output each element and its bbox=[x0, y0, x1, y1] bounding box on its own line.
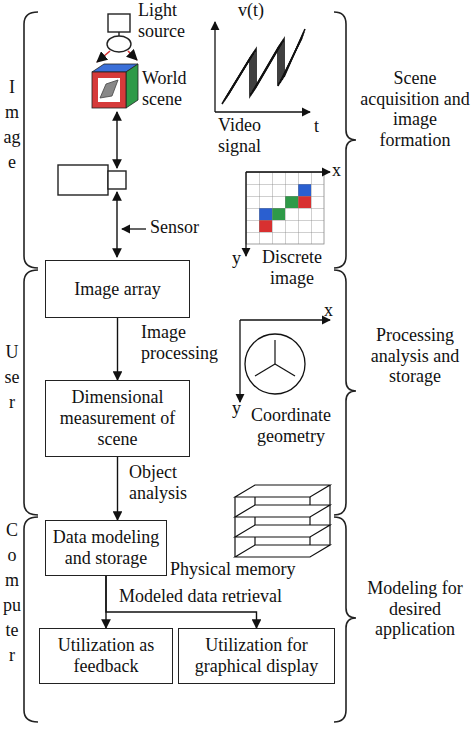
scene-camera-arrow bbox=[116, 112, 117, 168]
t-axis bbox=[215, 111, 310, 112]
cube-inner bbox=[98, 78, 120, 102]
coord-circle bbox=[245, 334, 305, 394]
axis-label: x bbox=[332, 160, 341, 181]
node-text: Data modeling and storage bbox=[52, 527, 160, 568]
pixel-grid bbox=[246, 172, 324, 244]
right-brace bbox=[334, 517, 356, 722]
edge-label: Modeled data retrieval bbox=[118, 586, 283, 607]
right-brace bbox=[334, 12, 356, 268]
process-box: Dimensional measurement of scene bbox=[45, 380, 190, 457]
coord-x-axis bbox=[240, 319, 330, 320]
node-text: Utilization for graphical display bbox=[185, 635, 328, 676]
illustration-label: Physical memory bbox=[170, 559, 295, 580]
illustration-label: Discrete image bbox=[252, 247, 332, 288]
sensor-arrow bbox=[116, 192, 117, 257]
edge-label: Object analysis bbox=[128, 462, 210, 503]
light-ray bbox=[97, 51, 110, 62]
output-box: Utilization as feedback bbox=[39, 628, 173, 684]
edge-label: Image processing bbox=[140, 322, 230, 363]
process-box: Image array bbox=[45, 260, 190, 318]
axis-label: v(t) bbox=[238, 0, 264, 21]
stage-label: Processing analysis and storage bbox=[360, 325, 470, 387]
connector-arrow bbox=[117, 457, 118, 520]
memory-stack bbox=[235, 485, 330, 557]
grid-x-axis bbox=[246, 171, 330, 172]
cube-front bbox=[92, 72, 126, 108]
illustration-label: Coordinate geometry bbox=[246, 405, 336, 446]
light-bulb bbox=[107, 36, 131, 52]
axis-label: y bbox=[232, 248, 241, 269]
section-letter-column: Image bbox=[3, 75, 21, 175]
node-text: Image array bbox=[74, 279, 160, 300]
connector-arrow bbox=[117, 318, 118, 380]
section-letter-column: User bbox=[3, 340, 21, 415]
left-brace bbox=[24, 12, 38, 268]
light-box bbox=[108, 14, 130, 32]
illustration-label: World scene bbox=[142, 68, 204, 109]
axis-label: x bbox=[324, 300, 333, 321]
process-box: Data modeling and storage bbox=[45, 520, 167, 576]
illustration-label: Video signal bbox=[218, 115, 278, 156]
section-letter-column: Computer bbox=[3, 518, 21, 668]
axis-label: y bbox=[232, 398, 241, 419]
illustration-label: Sensor bbox=[150, 217, 199, 238]
node-text: Utilization as feedback bbox=[46, 635, 166, 676]
cube-side bbox=[126, 64, 138, 108]
stage-label: Modeling for desired application bbox=[360, 578, 470, 640]
right-brace bbox=[334, 270, 356, 515]
video-waveform bbox=[222, 29, 305, 104]
node-text: Dimensional measurement of scene bbox=[52, 387, 183, 449]
coord-y-axis bbox=[239, 320, 240, 402]
illustration-label: Light source bbox=[138, 0, 204, 41]
coord-spokes bbox=[255, 340, 295, 376]
camera-lens bbox=[108, 171, 126, 189]
axis-label: t bbox=[314, 116, 319, 137]
left-brace bbox=[24, 270, 38, 515]
grid-y-axis bbox=[245, 172, 246, 256]
v-axis bbox=[214, 22, 215, 112]
stage-label: Scene acquisition and image formation bbox=[360, 68, 470, 151]
brace-group bbox=[24, 12, 356, 722]
camera-body bbox=[58, 165, 108, 195]
light-ray bbox=[128, 51, 137, 60]
left-brace bbox=[24, 517, 38, 722]
sensor-pointer bbox=[122, 228, 146, 229]
output-box: Utilization for graphical display bbox=[178, 628, 335, 684]
scene-object bbox=[100, 80, 118, 98]
